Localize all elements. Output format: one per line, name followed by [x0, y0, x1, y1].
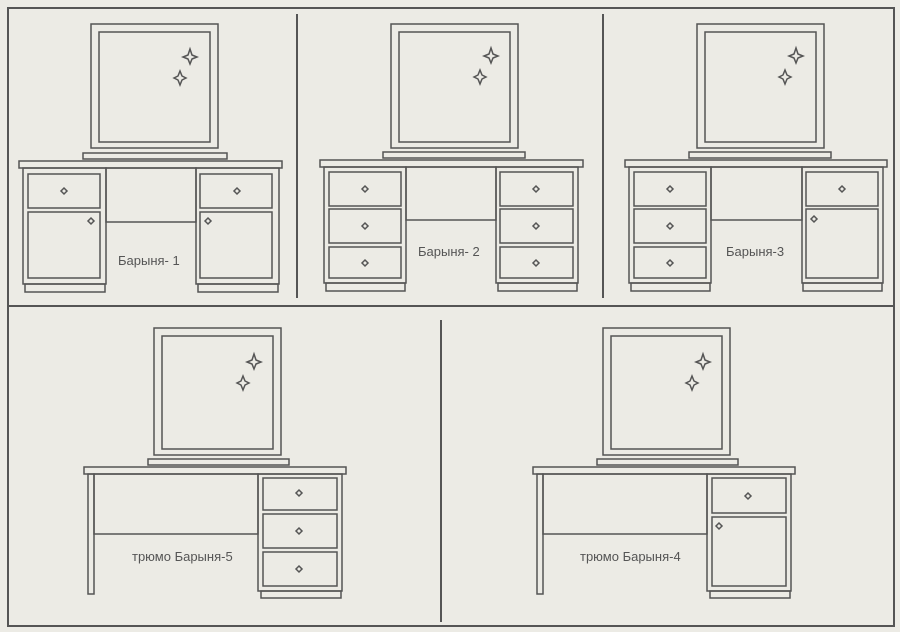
- knob-icon: [294, 526, 304, 536]
- knob-icon: [531, 184, 541, 194]
- right-cabinet: [801, 166, 884, 292]
- knob-icon: [531, 221, 541, 231]
- sparkle-icon: [693, 351, 713, 372]
- knob-icon: [809, 214, 819, 224]
- right-cabinet: [195, 167, 280, 293]
- knee-space: [405, 166, 497, 221]
- panel-barynya-4: трюмо Барыня-4: [532, 327, 796, 599]
- knob-icon: [59, 186, 69, 196]
- knob-icon: [294, 564, 304, 574]
- sparkle-icon: [244, 351, 264, 372]
- panel-barynya-2: Барыня- 2: [319, 23, 584, 292]
- table-top: [83, 466, 347, 475]
- right-cabinet: [706, 473, 792, 599]
- knob-icon: [665, 184, 675, 194]
- knee-space: [710, 166, 803, 221]
- panel-barynya-1: Барыня- 1: [18, 23, 283, 293]
- panel-barynya-3: Барыня-3: [624, 23, 888, 292]
- table-leg: [87, 473, 95, 595]
- knob-icon: [665, 221, 675, 231]
- knob-icon: [665, 258, 675, 268]
- table-top: [532, 466, 796, 475]
- mirror: [147, 327, 290, 466]
- sparkle-icon: [472, 67, 488, 87]
- model-label: трюмо Барыня-4: [580, 549, 681, 564]
- knee-space: [105, 167, 197, 223]
- knob-icon: [360, 221, 370, 231]
- mirror: [596, 327, 739, 466]
- model-label: Барыня- 2: [418, 244, 480, 259]
- knob-icon: [743, 491, 753, 501]
- knob-icon: [531, 258, 541, 268]
- sparkle-icon: [786, 45, 806, 66]
- table-leg: [536, 473, 544, 595]
- model-label: Барыня- 1: [118, 253, 180, 268]
- knob-icon: [714, 521, 724, 531]
- knob-icon: [294, 488, 304, 498]
- sparkle-icon: [172, 68, 188, 88]
- table-apron: [93, 473, 259, 535]
- sparkle-icon: [180, 46, 200, 67]
- knob-icon: [360, 258, 370, 268]
- table-top: [319, 159, 584, 168]
- left-cabinet: [628, 166, 712, 292]
- knob-icon: [232, 186, 242, 196]
- knob-icon: [360, 184, 370, 194]
- sparkle-icon: [684, 373, 700, 393]
- sparkle-icon: [235, 373, 251, 393]
- model-label: Барыня-3: [726, 244, 784, 259]
- model-label: трюмо Барыня-5: [132, 549, 233, 564]
- table-apron: [542, 473, 708, 535]
- sparkle-icon: [481, 45, 501, 66]
- knob-icon: [203, 216, 213, 226]
- mirror: [382, 23, 526, 159]
- mirror: [82, 23, 228, 160]
- table-top: [18, 160, 283, 169]
- knob-icon: [837, 184, 847, 194]
- left-cabinet: [22, 167, 107, 293]
- table-top: [624, 159, 888, 168]
- sheet-border: [7, 7, 895, 627]
- left-cabinet: [323, 166, 407, 292]
- right-cabinet: [257, 473, 343, 599]
- sparkle-icon: [777, 67, 793, 87]
- right-cabinet: [495, 166, 579, 292]
- panel-barynya-5: трюмо Барыня-5: [83, 327, 347, 599]
- knob-icon: [86, 216, 96, 226]
- mirror: [688, 23, 832, 159]
